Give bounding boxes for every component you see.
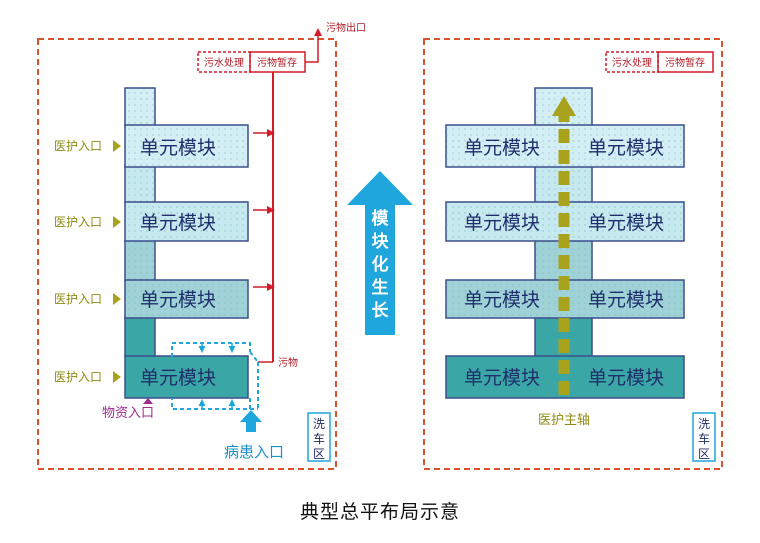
medical-entrance-3: 医护入口 [54, 292, 121, 306]
sewage-treatment-label: 污水处理 [204, 57, 244, 69]
svg-text:车: 车 [313, 431, 325, 446]
supply-entrance-arrow-icon [143, 398, 153, 404]
svg-text:生: 生 [372, 277, 389, 298]
modular-growth-arrow: 模 块 化 生 长 [347, 171, 413, 335]
svg-text:区: 区 [313, 447, 325, 461]
module-label: 单元模块 [140, 367, 216, 389]
left-module-3: 单元模块 [124, 279, 249, 319]
svg-text:洗: 洗 [313, 417, 325, 431]
left-module-2: 单元模块 [124, 201, 249, 242]
sewage-treatment-label: 污水处理 [612, 57, 652, 69]
module-label: 单元模块 [464, 289, 540, 311]
left-utility-boxes: 污水处理 污物暂存 [197, 51, 306, 73]
svg-text:医护入口: 医护入口 [54, 139, 102, 153]
svg-text:洗: 洗 [698, 417, 710, 431]
svg-text:医护入口: 医护入口 [54, 215, 102, 229]
waste-label: 污物 [278, 356, 298, 369]
module-label: 单元模块 [464, 137, 540, 159]
up-arrow-icon [347, 171, 413, 335]
left-car-wash-zone: 洗 车 区 [307, 412, 331, 462]
svg-text:化: 化 [372, 254, 389, 275]
medical-main-axis-label: 医护主轴 [538, 413, 590, 428]
diagram-caption: 典型总平布局示意 [299, 501, 460, 523]
right-car-wash-zone: 洗 车 区 [692, 412, 716, 462]
left-module-4: 单元模块 [124, 355, 249, 399]
medical-entrance-1: 医护入口 [54, 139, 121, 153]
module-label: 单元模块 [588, 212, 664, 234]
right-site-boundary [423, 38, 723, 470]
waste-exit-line [305, 28, 322, 63]
module-label: 单元模块 [140, 289, 216, 311]
svg-text:医护入口: 医护入口 [54, 292, 102, 306]
waste-storage-label: 污物暂存 [665, 56, 705, 69]
svg-text:模: 模 [372, 208, 390, 229]
patient-entrance-arrow-icon [240, 410, 262, 432]
module-label: 单元模块 [140, 137, 216, 159]
supply-entrance-label: 物资入口 [102, 406, 154, 421]
left-site-boundary [37, 38, 337, 470]
svg-text:长: 长 [372, 300, 390, 321]
svg-text:车: 车 [698, 431, 710, 446]
medical-entrance-4: 医护入口 [54, 370, 121, 384]
right-utility-boxes: 污水处理 污物暂存 [605, 51, 714, 73]
medical-arrow-icon [113, 371, 121, 383]
patient-entrance-label: 病患入口 [224, 443, 284, 461]
medical-axis-arrowhead-icon [552, 96, 576, 116]
left-module-1: 单元模块 [124, 124, 249, 168]
medical-entrance-2: 医护入口 [54, 215, 121, 229]
waste-storage-label: 污物暂存 [257, 56, 297, 69]
module-label: 单元模块 [140, 212, 216, 234]
module-label: 单元模块 [588, 289, 664, 311]
left-plan: 单元模块 单元模块 单元模块 单元模块 医护入口 医护入口 医护入口 [37, 21, 366, 470]
module-label: 单元模块 [464, 212, 540, 234]
medical-arrow-icon [113, 293, 121, 305]
right-plan: 污水处理 污物暂存 单元模块 单元模块 单元模块 单元模块 单元模块 [423, 38, 723, 470]
module-label: 单元模块 [464, 367, 540, 389]
svg-text:区: 区 [698, 447, 710, 461]
svg-text:医护入口: 医护入口 [54, 370, 102, 384]
waste-exit-label: 污物出口 [326, 21, 366, 34]
module-label: 单元模块 [588, 137, 664, 159]
medical-arrow-icon [113, 216, 121, 228]
svg-text:块: 块 [372, 232, 390, 252]
patient-flow-loop [171, 342, 251, 410]
module-label: 单元模块 [588, 367, 664, 389]
medical-arrow-icon [113, 140, 121, 152]
